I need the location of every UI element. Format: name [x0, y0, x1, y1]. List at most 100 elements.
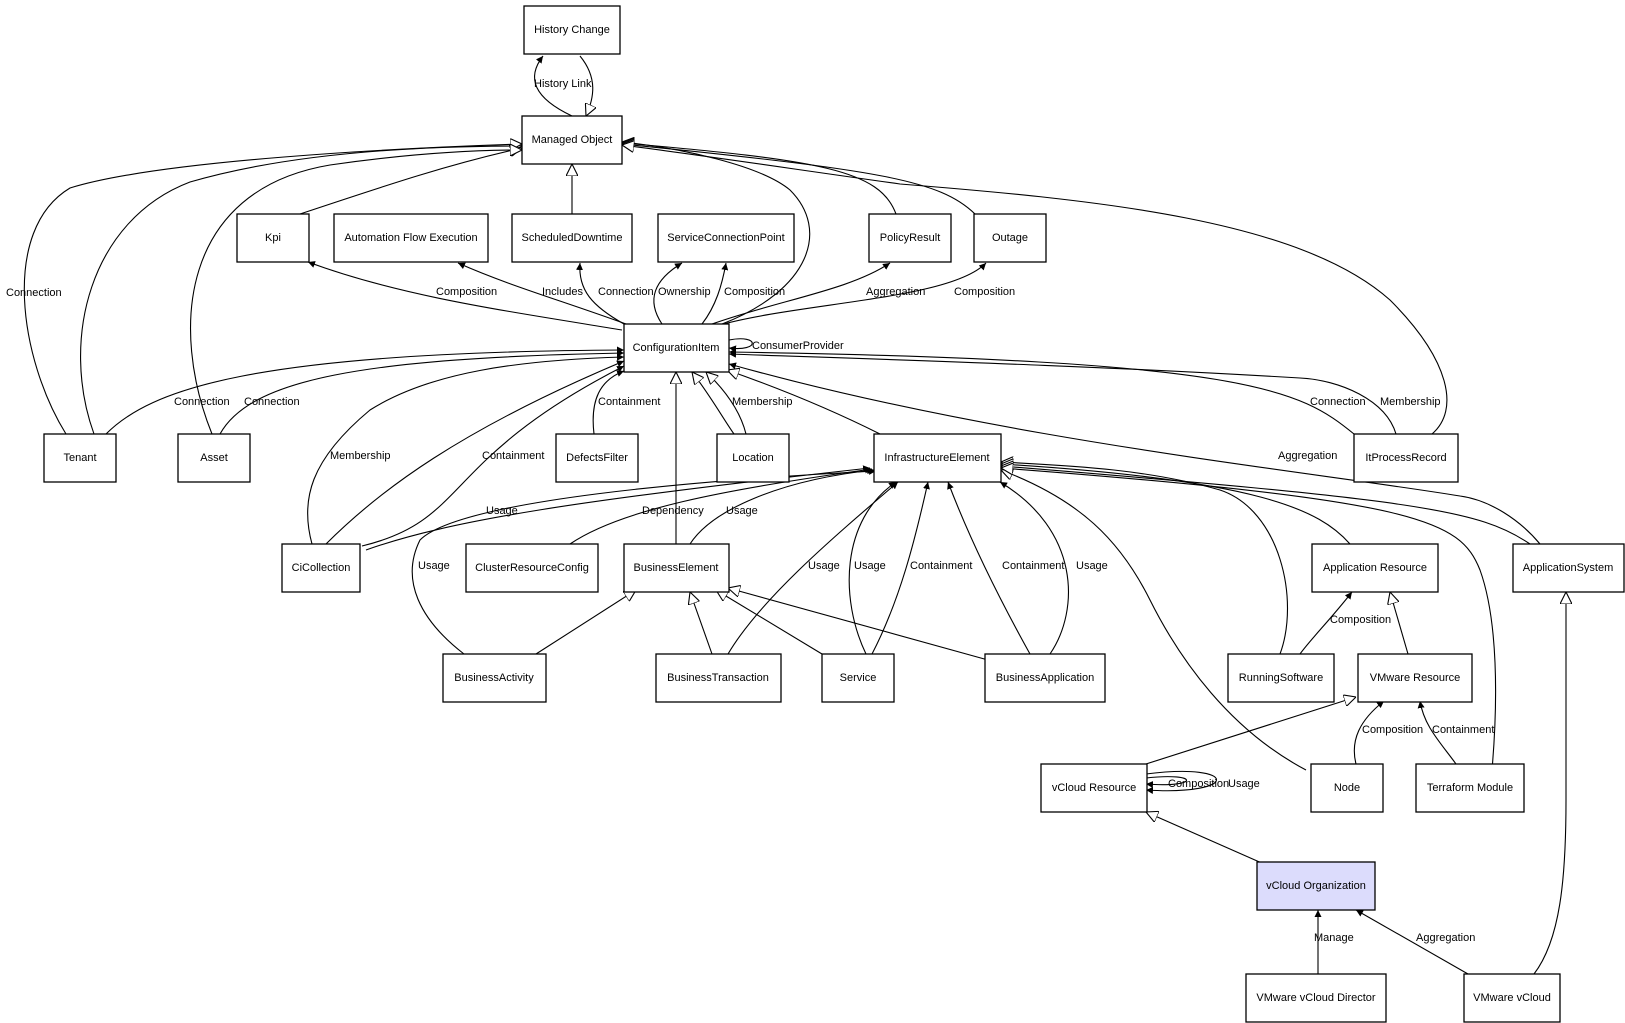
edge-label-service-usage: Usage — [854, 560, 886, 572]
node-automation-flow-execution[interactable]: Automation Flow Execution — [333, 213, 489, 263]
edge-ci-outage-composition — [715, 262, 987, 327]
edge-vmware-inherits-ar — [1390, 592, 1409, 655]
edge-vcr-inherits-vmware — [1145, 697, 1356, 765]
edge-service-inherits-be — [716, 590, 823, 655]
edge-label-vcloud-aggregation: Aggregation — [1416, 932, 1475, 944]
edge-label-cicoll-usage: Usage — [486, 505, 518, 517]
edge-label-cicoll-membership: Membership — [330, 450, 391, 462]
node-configuration-item[interactable]: ConfigurationItem — [623, 323, 730, 373]
edge-label-director-manage: Manage — [1314, 932, 1354, 944]
node-business-application[interactable]: BusinessApplication — [984, 653, 1106, 703]
edge-location-inherits-ci — [692, 372, 735, 435]
edge-label-bapp-usage: Usage — [1076, 560, 1108, 572]
edge-label-itpr-connection: Connection — [1310, 396, 1366, 408]
node-label-policy-result: PolicyResult — [880, 232, 941, 244]
node-vcloud-organization[interactable]: vCloud Organization — [1256, 861, 1376, 911]
node-business-transaction[interactable]: BusinessTransaction — [655, 653, 782, 703]
node-label-business-element: BusinessElement — [634, 562, 719, 574]
node-infrastructure-element[interactable]: InfrastructureElement — [873, 433, 1002, 483]
node-location[interactable]: Location — [716, 433, 790, 483]
edge-service-ie-usage — [848, 481, 897, 655]
node-business-element[interactable]: BusinessElement — [623, 543, 730, 593]
node-running-software[interactable]: RunningSoftware — [1227, 653, 1335, 703]
edge-label-tenant-ci-connection: Connection — [174, 396, 230, 408]
edge-label-service-containment: Containment — [910, 560, 972, 572]
node-ci-collection[interactable]: CiCollection — [281, 543, 361, 593]
node-vcloud-resource[interactable]: vCloud Resource — [1040, 763, 1148, 813]
node-cluster-resource-config[interactable]: ClusterResourceConfig — [465, 543, 599, 593]
node-label-node: Node — [1334, 782, 1360, 794]
edge-label-tenant-mo-connection: Connection — [6, 287, 62, 299]
edge-label-asset-ci-connection: Connection — [244, 396, 300, 408]
edge-label-defects-containment: Containment — [598, 396, 660, 408]
edge-ci-sd-connection — [575, 262, 625, 325]
node-managed-object[interactable]: Managed Object — [521, 115, 623, 165]
node-label-terraform-module: Terraform Module — [1427, 782, 1513, 794]
node-node[interactable]: Node — [1310, 763, 1384, 813]
node-label-running-software: RunningSoftware — [1239, 672, 1323, 684]
node-application-resource[interactable]: Application Resource — [1311, 543, 1439, 593]
node-kpi[interactable]: Kpi — [236, 213, 310, 263]
node-application-system[interactable]: ApplicationSystem — [1512, 543, 1625, 593]
edge-label-appsys-aggregation: Aggregation — [1278, 450, 1337, 462]
nodes-layer: History Change Managed Object Kpi Automa… — [43, 5, 1625, 1023]
edge-appsys-inherits-ie — [1001, 466, 1531, 545]
node-label-application-system: ApplicationSystem — [1523, 562, 1614, 574]
edge-tenant-connection-mo — [23, 144, 522, 435]
node-vmware-vcloud[interactable]: VMware vCloud — [1463, 973, 1561, 1023]
node-vmware-resource[interactable]: VMware Resource — [1357, 653, 1473, 703]
edge-bapp-ie-usage — [999, 481, 1070, 655]
node-outage[interactable]: Outage — [973, 213, 1047, 263]
edge-label-rs-composition: Composition — [1330, 614, 1391, 626]
edge-labels-layer: History Link Connection Composition Incl… — [6, 78, 1494, 944]
node-label-defects-filter: DefectsFilter — [566, 452, 628, 464]
edge-vcr-self-composition — [1145, 776, 1188, 789]
edge-cicoll-ci-membership — [307, 353, 625, 545]
node-defects-filter[interactable]: DefectsFilter — [555, 433, 639, 483]
edge-ie-inherits-ci — [727, 370, 881, 435]
edge-tf-vmware-containment — [1417, 700, 1457, 765]
node-it-process-record[interactable]: ItProcessRecord — [1353, 433, 1459, 483]
node-tenant[interactable]: Tenant — [43, 433, 117, 483]
edge-rs-ar-composition — [1299, 591, 1353, 655]
edge-bapp-inherits-be — [728, 588, 989, 661]
node-scheduled-downtime[interactable]: ScheduledDowntime — [511, 213, 633, 263]
edge-itpr-ci-membership — [728, 350, 1397, 435]
node-label-cluster-resource-config: ClusterResourceConfig — [475, 562, 589, 574]
node-label-kpi: Kpi — [265, 232, 281, 244]
edge-node-vmware-composition — [1353, 700, 1385, 765]
node-label-asset: Asset — [200, 452, 228, 464]
edge-itpr-inherits-mo — [622, 145, 1448, 435]
edge-vcloud-inherits-appsys — [1533, 592, 1566, 975]
node-history-change[interactable]: History Change — [523, 5, 621, 55]
edges-layer — [23, 55, 1566, 975]
node-vmware-vcloud-director[interactable]: VMware vCloud Director — [1245, 973, 1387, 1023]
edge-label-ci-sd-connection: Connection — [598, 286, 654, 298]
edge-tf-inherits-ie — [1001, 468, 1497, 771]
node-label-history-change: History Change — [534, 24, 610, 36]
edge-crc-ie-dependency — [569, 466, 873, 545]
node-policy-result[interactable]: PolicyResult — [868, 213, 952, 263]
node-label-infrastructure-element: InfrastructureElement — [884, 452, 989, 464]
node-terraform-module[interactable]: Terraform Module — [1415, 763, 1525, 813]
edge-label-cicoll-containment: Containment — [482, 450, 544, 462]
edge-label-be-usage: Usage — [726, 505, 758, 517]
edge-label-location-membership: Membership — [732, 396, 793, 408]
node-business-activity[interactable]: BusinessActivity — [442, 653, 547, 703]
edge-label-node-composition: Composition — [1362, 724, 1423, 736]
edge-label-tf-containment: Containment — [1432, 724, 1494, 736]
edge-ci-kpi-composition — [307, 261, 623, 331]
node-label-vmware-resource: VMware Resource — [1370, 672, 1460, 684]
node-label-business-application: BusinessApplication — [996, 672, 1094, 684]
edge-ci-pr-aggregation — [711, 262, 891, 325]
node-asset[interactable]: Asset — [177, 433, 251, 483]
node-service-connection-point[interactable]: ServiceConnectionPoint — [657, 213, 795, 263]
edge-outage-inherits-mo — [622, 144, 976, 215]
edge-appsys-ci-aggregation — [728, 362, 1541, 545]
node-label-vmware-vcloud-director: VMware vCloud Director — [1256, 992, 1376, 1004]
node-service[interactable]: Service — [821, 653, 895, 703]
edge-label-ci-outage-composition: Composition — [954, 286, 1015, 298]
edge-rs-inherits-ie — [1001, 462, 1289, 655]
edge-label-vcr-usage: Usage — [1228, 778, 1260, 790]
